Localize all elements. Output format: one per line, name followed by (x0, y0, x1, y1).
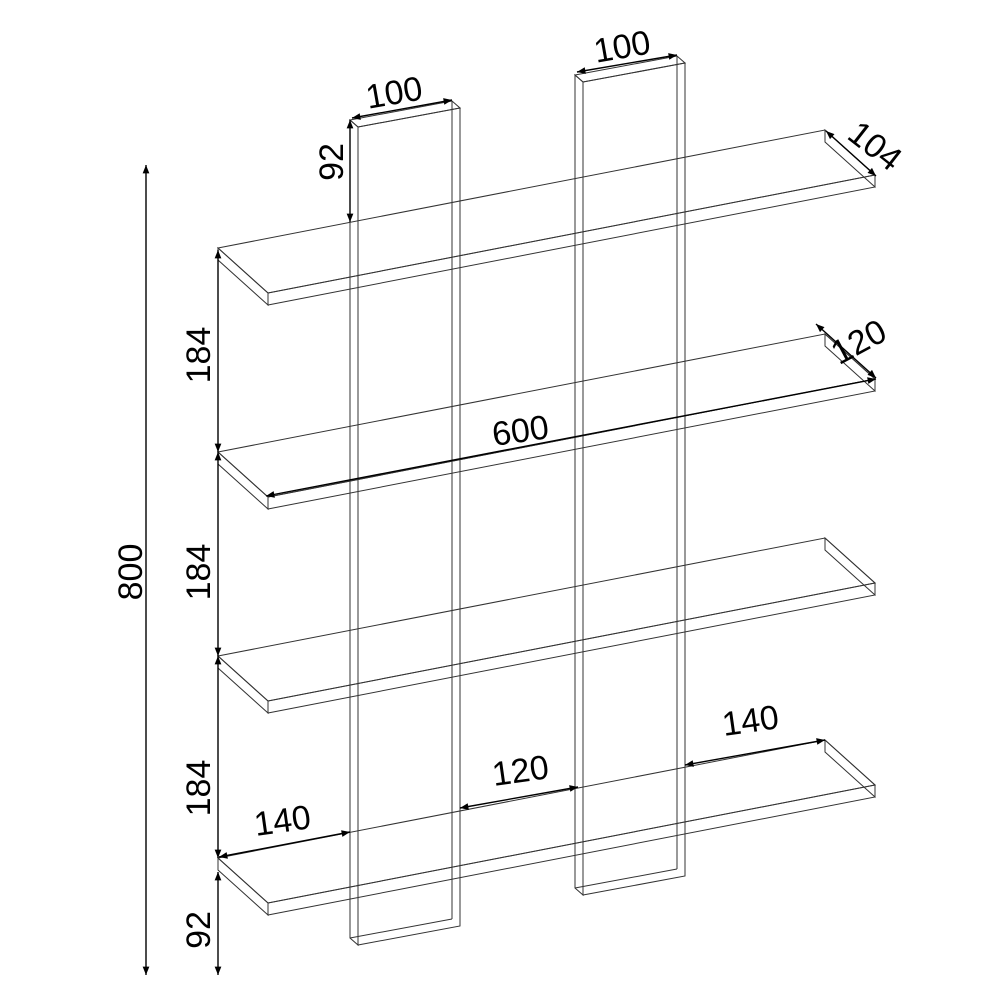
dim-line-panel-gap (459, 785, 579, 810)
dim-shelf-depth: 120 (825, 312, 893, 372)
shelf-4 (216, 738, 877, 917)
dimension-labels: 800 184 184 184 92 92 100 100 104 120 60… (112, 24, 909, 949)
dim-line-shelf-depth (815, 323, 877, 379)
shelf-side-face (217, 654, 269, 715)
dim-left-overhang: 140 (252, 798, 313, 844)
panel-right (573, 55, 687, 897)
dim-total-height: 800 (112, 544, 150, 601)
panel-left (348, 100, 462, 947)
shelf-side-face (217, 450, 269, 511)
dim-right-overhang: 140 (720, 698, 781, 744)
dim-top-offset: 92 (313, 143, 351, 181)
dim-line-top-shelf-depth (825, 130, 877, 177)
dim-shelf-spacing-3: 184 (180, 760, 218, 817)
shelf-front-face (267, 784, 876, 916)
panel-bottom-edge (574, 868, 678, 889)
dim-shelf-spacing-2: 184 (180, 544, 218, 601)
panel-side-face (574, 73, 584, 897)
dim-right-panel-width: 100 (591, 24, 653, 71)
shelf-3 (216, 536, 877, 715)
panel-bottom-edge (349, 918, 453, 939)
panel-side-face (349, 118, 359, 947)
dimension-lines (142, 53, 877, 975)
shelf-side-face (217, 856, 269, 917)
dim-panel-gap: 120 (490, 748, 551, 794)
dim-line-left-panel-width (351, 98, 453, 120)
shelf-right-face (824, 738, 876, 799)
shelf-front-face (267, 582, 876, 714)
dim-top-shelf-depth: 104 (841, 114, 909, 179)
panel-front-face (357, 107, 461, 946)
shelf-side-face (217, 246, 269, 307)
dim-line-left-overhang (218, 830, 351, 859)
dim-line-right-overhang (684, 738, 826, 767)
shelves (216, 128, 877, 917)
dim-bottom-offset: 92 (180, 911, 218, 949)
dim-left-panel-width: 100 (363, 70, 425, 117)
dim-line-right-panel-width (576, 53, 678, 74)
dim-shelf-spacing-1: 184 (180, 327, 218, 384)
dim-line-shelf-length (265, 377, 877, 498)
shelf-front-face (267, 174, 876, 306)
shelf-right-face (824, 536, 876, 597)
shelf-top-face (216, 537, 877, 702)
dim-shelf-length: 600 (490, 408, 551, 454)
shelf-front-face (267, 378, 876, 510)
